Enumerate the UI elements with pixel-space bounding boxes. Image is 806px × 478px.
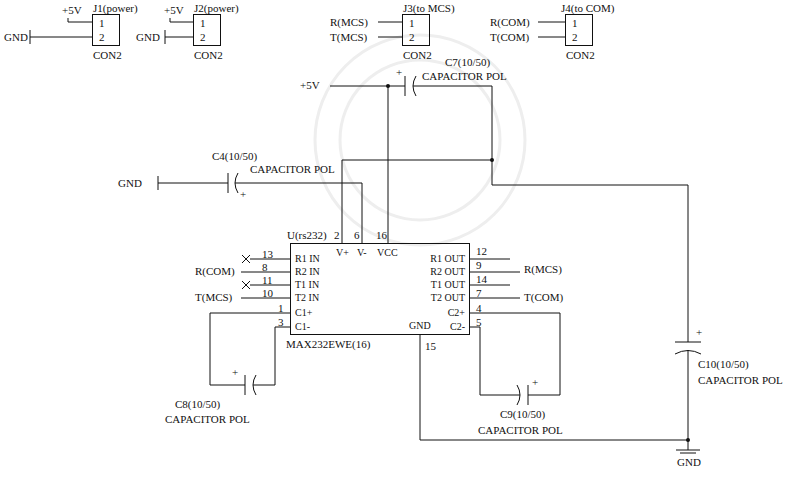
pin-number: 15 [425,340,436,353]
pin-name: T1 IN [295,279,319,291]
pin-name: R1 OUT [430,253,465,265]
pin-number: 14 [476,273,487,286]
pin-name: 2 [409,31,415,44]
pin-number: 11 [262,274,273,287]
net-label: + [696,326,702,339]
net-label: + [232,366,238,379]
net-label: C4(10/50) [212,150,257,163]
part-label: MAX232EWE(16) [286,338,370,351]
net-label: T(COM) [524,291,563,304]
pin-number: 4 [476,302,482,315]
connector-box: J4(to COM)12CON2 [565,14,593,46]
part-label: U(rs232) [287,229,327,242]
part-label: J2(power) [194,2,239,15]
pin-name: 1 [200,17,206,30]
pin-number: 9 [476,259,482,272]
pin-number: 2 [334,229,340,242]
part-label: CON2 [93,49,122,62]
junction-dot [386,84,690,442]
pin-name: 2 [200,31,206,44]
pin-name: C2- [450,321,465,333]
connector-box: J1(power)12CON2 [92,14,120,46]
net-label: GND [677,456,701,469]
net-label: CAPACITOR POL [422,70,507,83]
connector-box: J2(power)12CON2 [193,14,221,46]
pin-number: 13 [262,248,273,261]
pin-name: T1 OUT [431,279,465,291]
net-label: CAPACITOR POL [165,413,250,426]
pin-name: VCC [377,247,398,259]
part-label: CON2 [566,49,595,62]
net-label: GND [118,177,142,190]
net-label: T(MCS) [330,31,367,44]
wire [30,18,701,453]
pin-number: 6 [354,229,360,242]
net-label: + [396,66,402,79]
part-label: CON2 [194,49,223,62]
pin-number: 12 [476,245,487,258]
pin-name: R2 IN [295,266,320,278]
pin-name: C1- [295,321,310,333]
net-label: R(COM) [490,16,530,29]
net-label: C8(10/50) [175,398,220,411]
net-label: CAPACITOR POL [250,163,335,176]
pin-name: 1 [572,17,578,30]
net-label: + [240,188,246,201]
net-label: C7(10/50) [445,56,490,69]
pin-name: 2 [99,31,105,44]
pin-number: 16 [376,229,387,242]
ic-chip: U(rs232)R1 INR2 INT1 INT2 INC1+C1-V+V-VC… [290,243,470,335]
net-label: +5V [62,4,82,17]
net-label: R(MCS) [524,263,562,276]
pin-number: 10 [262,287,273,300]
net-label: T(COM) [490,31,529,44]
pin-name: 1 [409,17,415,30]
part-label: J3(to MCS) [403,2,455,15]
pin-name: T2 OUT [431,292,465,304]
pin-name: C1+ [295,307,312,319]
pin-name: V+ [336,247,349,259]
pin-name: 1 [99,17,105,30]
pin-name: R2 OUT [430,266,465,278]
part-label: J4(to COM) [561,2,614,15]
net-label: CAPACITOR POL [698,374,783,387]
net-label: R(COM) [195,265,235,278]
pin-number: 5 [476,316,482,329]
net-label: T(MCS) [195,291,232,304]
net-label: +5V [164,4,184,17]
watermark-seal [315,35,525,245]
pin-number: 8 [262,261,268,274]
pin-number: 3 [278,316,284,329]
pin-number: 7 [476,287,482,300]
net-label: GND [4,31,28,44]
connector-box: J3(to MCS)12CON2 [402,14,430,46]
pin-name: GND [409,320,431,332]
part-label: J1(power) [93,2,138,15]
net-label: GND [136,31,160,44]
net-label: + [532,376,538,389]
net-label: +5V [300,79,320,92]
pin-name: T2 IN [295,292,319,304]
pin-name: 2 [572,31,578,44]
pin-name: R1 IN [295,253,320,265]
pin-number: 1 [278,302,284,315]
net-label: R(MCS) [330,16,368,29]
pin-name: C2+ [448,307,465,319]
net-label: C9(10/50) [500,408,545,421]
net-label: CAPACITOR POL [478,424,563,437]
part-label: CON2 [403,49,432,62]
net-label: C10(10/50) [698,358,749,371]
pin-name: V- [357,247,367,259]
